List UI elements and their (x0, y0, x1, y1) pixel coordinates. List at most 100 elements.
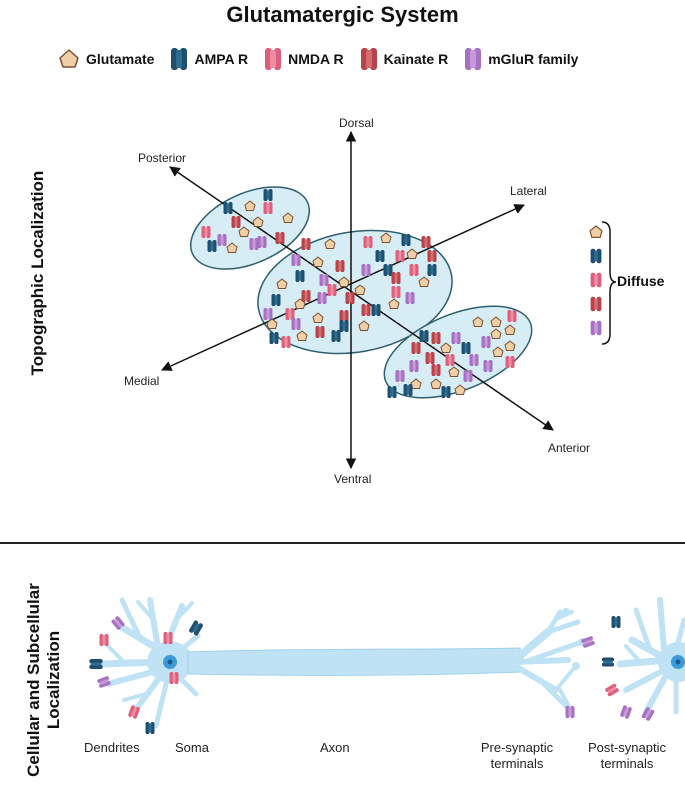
kainate-receptor-icon (411, 342, 421, 354)
legend-label: NMDA R (288, 51, 344, 67)
ampa-receptor-icon (401, 234, 411, 246)
glutamate-icon (294, 298, 306, 309)
legend-label: Kainate R (383, 51, 449, 67)
ampa-receptor-icon (171, 48, 188, 70)
ampa-receptor-icon (295, 270, 305, 282)
mglur-receptor-icon (111, 616, 125, 630)
mglur-receptor-icon (451, 332, 461, 344)
mglur-receptor-icon (361, 264, 371, 276)
glutamate-icon (59, 49, 79, 68)
nmda-receptor-icon (265, 48, 282, 70)
mglur-receptor-icon (291, 318, 301, 330)
glutamate-icon (324, 238, 336, 249)
mglur-receptor-icon (291, 254, 301, 266)
diffuse-label: Diffuse (617, 273, 665, 289)
ampa-receptor-icon (403, 384, 413, 396)
glutamate-icon (430, 378, 442, 389)
kainate-receptor-icon (431, 332, 441, 344)
glutamate-icon (252, 216, 264, 227)
glutamate-icon (338, 276, 350, 287)
ampa-receptor-icon (441, 386, 451, 398)
glutamate-icon (358, 320, 370, 331)
kainate-receptor-icon (315, 326, 325, 338)
nmda-receptor-icon (128, 705, 140, 719)
ampa-receptor-icon (269, 332, 279, 344)
glutamate-icon (244, 200, 256, 211)
mglur-receptor-icon (257, 236, 267, 248)
nmda-receptor-icon (363, 236, 373, 248)
ampa-receptor-icon (590, 248, 602, 264)
kainate-receptor-icon (231, 216, 241, 228)
glutamate-icon (490, 328, 502, 339)
glutamate-icon (418, 276, 430, 287)
mglur-receptor-icon (395, 370, 405, 382)
diffuse-group (589, 221, 617, 345)
nmda-receptor-icon (391, 286, 401, 298)
nmda-receptor-icon (605, 683, 619, 697)
legend-item-kainate: Kainate R (360, 47, 449, 71)
nmda-receptor-icon (395, 250, 405, 262)
ampa-receptor-icon (387, 386, 397, 398)
kainate-receptor-icon (431, 364, 441, 376)
kainate-receptor-icon (275, 232, 285, 244)
glutamate-icon (410, 378, 422, 389)
presynaptic-terminals (511, 609, 585, 714)
ampa-receptor-icon (189, 620, 203, 636)
kainate-receptor-icon (339, 310, 349, 322)
kainate-receptor-icon (345, 292, 355, 304)
ampa-receptor-icon (271, 294, 281, 306)
ampa-receptor-icon (145, 722, 155, 734)
nmda-receptor-icon (281, 336, 291, 348)
mglur-receptor-icon (481, 336, 491, 348)
legend-item-mglur: mGluR family (464, 47, 578, 71)
glutamate-icon (504, 324, 516, 335)
nmda-receptor-icon (169, 672, 179, 684)
nmda-receptor-icon (163, 632, 173, 644)
nmda-receptor-icon (263, 202, 273, 214)
nmda-receptor-icon (445, 354, 455, 366)
mglur-receptor-icon (620, 705, 632, 719)
axis-label-medial: Medial (124, 374, 160, 388)
label-dendrites: Dendrites (84, 740, 140, 755)
glutamate-icon (238, 226, 250, 237)
glutamate-icon (492, 346, 504, 357)
mglur-receptor-icon (319, 274, 329, 286)
nmda-receptor-icon (99, 634, 109, 646)
glutamate-icon (354, 284, 366, 295)
glutamate-icon (448, 366, 460, 377)
kainate-receptor-icon (425, 352, 435, 364)
legend-label: AMPA R (194, 51, 249, 67)
axis-label-ventral: Ventral (334, 472, 372, 486)
mglur-receptor-icon (469, 354, 479, 366)
nmda-receptor-icon (201, 226, 211, 238)
diffuse-brace (601, 221, 617, 345)
mglur-receptor-icon (463, 370, 473, 382)
nmda-receptor-icon (285, 308, 295, 320)
legend-label: Glutamate (86, 51, 155, 67)
glutamate-icon (472, 316, 484, 327)
glutamate-icon (406, 248, 418, 259)
ampa-receptor-icon (419, 330, 429, 342)
label-postsynaptic-terminals: Post-synaptic terminals (587, 740, 667, 771)
ampa-receptor-icon (331, 330, 341, 342)
mglur-receptor-icon (565, 706, 575, 718)
ampa-receptor-icon (371, 304, 381, 316)
nmda-receptor-icon (507, 310, 517, 322)
ampa-receptor-icon (375, 250, 385, 262)
legend-item-nmda: NMDA R (264, 47, 344, 71)
axis-label-posterior: Posterior (138, 151, 187, 165)
ampa-receptor-icon (611, 616, 621, 628)
kainate-receptor-icon (335, 260, 345, 272)
section-divider (0, 542, 685, 544)
glutamate-icon (312, 256, 324, 267)
axis-label-dorsal: Dorsal (339, 116, 374, 130)
ampa-receptor-icon (461, 342, 471, 354)
ampa-receptor-icon (207, 240, 217, 252)
glutamate-icon (440, 342, 452, 353)
presynaptic-neuron (96, 597, 586, 729)
nmda-receptor-icon (505, 356, 515, 368)
ampa-receptor-icon (89, 659, 103, 669)
mglur-receptor-icon (249, 238, 259, 250)
glutamate-icon (226, 242, 238, 253)
glutamate-icon (380, 232, 392, 243)
